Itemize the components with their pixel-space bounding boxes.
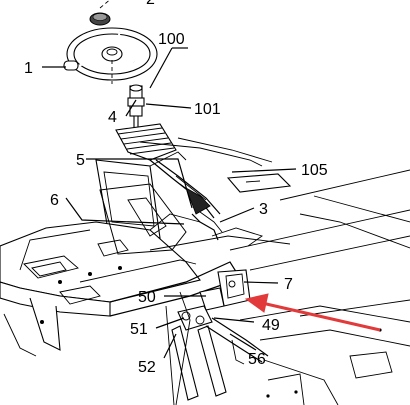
- tie-rod-assembly: [171, 305, 269, 401]
- callout-100: 100: [158, 31, 185, 48]
- callout-56: 56: [248, 351, 266, 368]
- dash-panel: [95, 137, 273, 239]
- leader-4: [125, 99, 137, 117]
- callout-1: 1: [24, 60, 33, 77]
- highlight-arrow: [244, 293, 381, 332]
- right-deck: [149, 169, 410, 405]
- callout-49: 49: [262, 317, 280, 334]
- leader-3: [219, 207, 255, 223]
- center-cap: [89, 0, 111, 26]
- callout-5: 5: [76, 152, 85, 169]
- callout-4: 4: [108, 109, 117, 126]
- steering-box: [199, 269, 251, 311]
- leader-51: [155, 317, 185, 329]
- leader-52: [163, 333, 177, 359]
- callout-101: 101: [194, 101, 221, 118]
- callout-105: 105: [301, 162, 328, 179]
- steering-wheel: [63, 27, 158, 81]
- callout-6: 6: [50, 192, 59, 209]
- callout-3: 3: [259, 201, 268, 218]
- knob: [63, 60, 79, 71]
- bracket-105: [226, 173, 292, 193]
- callout-52: 52: [138, 359, 156, 376]
- callout-50: 50: [138, 289, 156, 306]
- leader-7: [243, 281, 279, 284]
- leader-5: [86, 158, 193, 209]
- support-plate: [99, 183, 187, 255]
- leader-lines: [42, 47, 297, 359]
- leader-100: [149, 47, 173, 89]
- leader-101: [145, 103, 192, 109]
- callout-labels: 1 2 3 4 5 6 7 49 50 51 52 56 100 101 105: [24, 0, 328, 376]
- leader-56: [229, 333, 257, 351]
- leader-49: [213, 317, 255, 323]
- callout-2: 2: [146, 0, 155, 8]
- callout-7: 7: [284, 276, 293, 293]
- chassis-frame: [0, 213, 241, 357]
- callout-51: 51: [130, 321, 148, 338]
- leader-105: [231, 168, 297, 173]
- leader-6: [65, 197, 185, 225]
